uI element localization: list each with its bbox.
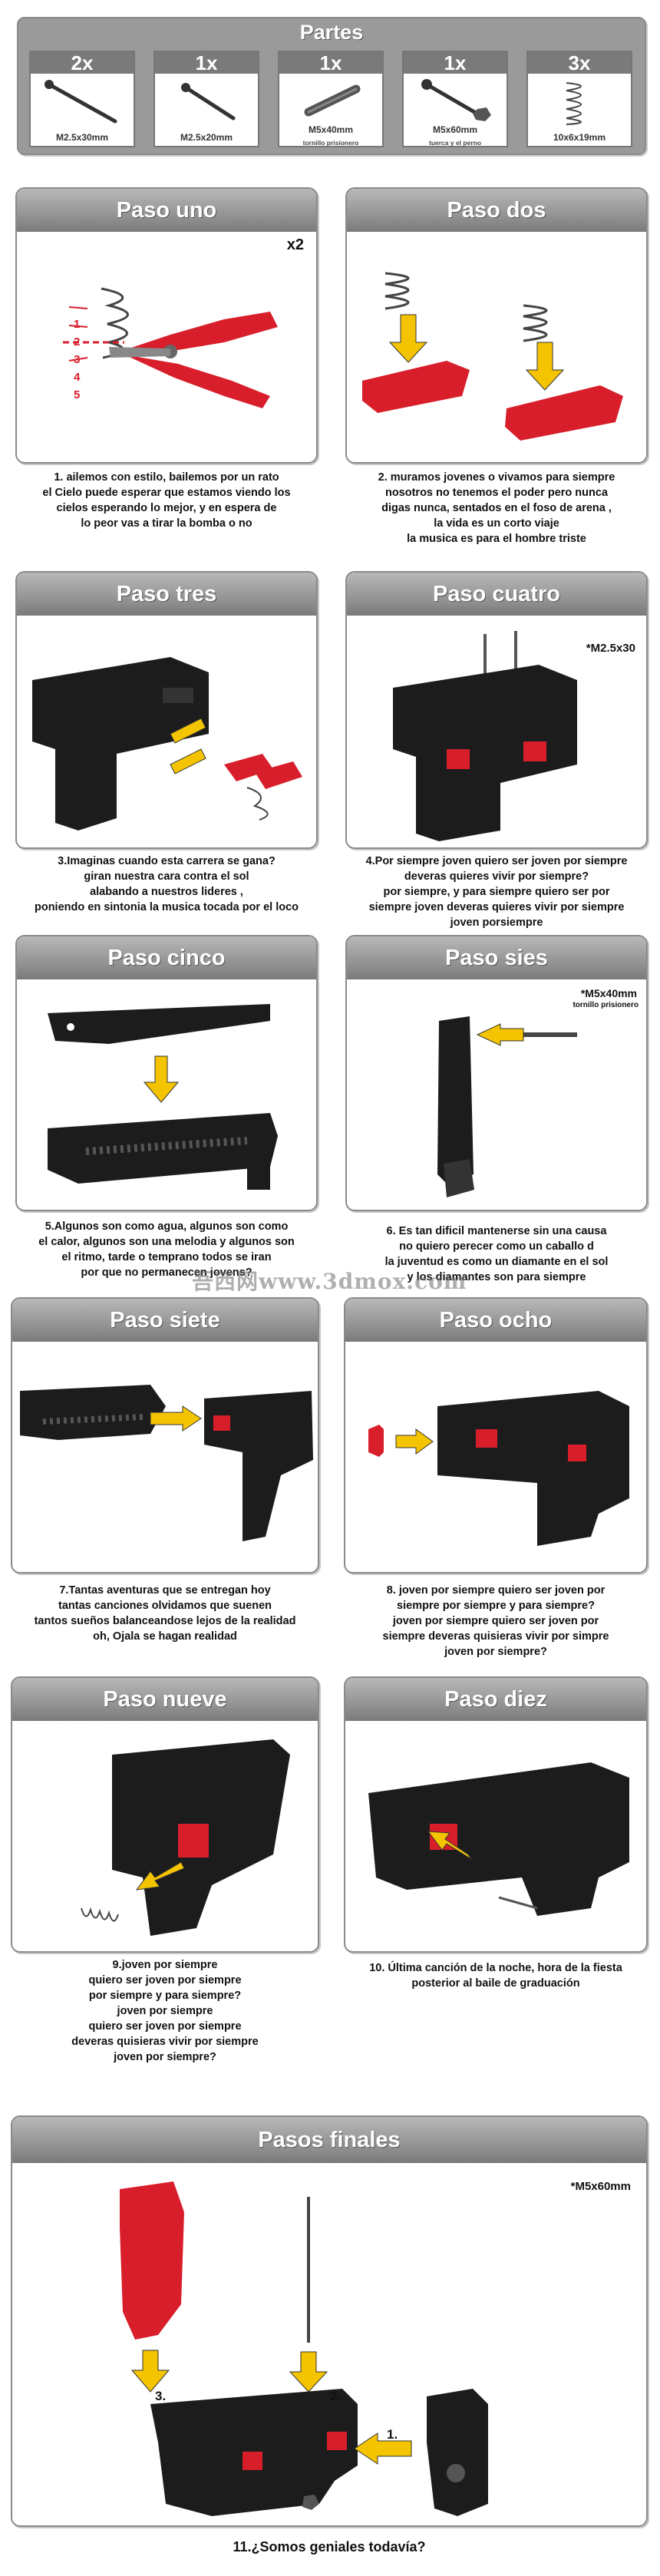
step-title: Paso tres	[17, 573, 316, 616]
part-spec: M2.5x20mm	[180, 132, 233, 143]
step-title: Paso sies	[347, 936, 646, 979]
step1-label-1: 1	[74, 318, 81, 331]
part-spec: M5x60mm	[432, 124, 478, 135]
part-qty: 3x	[528, 52, 631, 74]
spring-icon	[566, 82, 582, 125]
part-spec: 10x6x19mm	[553, 132, 606, 143]
part-qty: 1x	[155, 52, 258, 74]
step-caption: 8. joven por siempre quiero ser joven po…	[382, 1584, 609, 1658]
multiplier-label: x2	[286, 236, 304, 253]
part-card-4: 1x M5x60mm tuerca y el perno	[402, 51, 508, 147]
spring-plunger-illustration	[81, 1739, 290, 1936]
step-caption: 4.Por siempre joven quiero ser joven por…	[365, 855, 628, 929]
step-title: Paso cinco	[17, 936, 316, 979]
screw-icon	[45, 80, 117, 124]
step1-label-5: 5	[74, 388, 81, 401]
step-caption: 7.Tantas aventuras que se entregan hoy t…	[34, 1584, 296, 1643]
step-caption: 6. Es tan dificil mantenerse sin una cau…	[384, 1225, 609, 1283]
step-title: Paso siete	[12, 1299, 318, 1342]
part-sub: tuerca y el perno	[428, 139, 482, 147]
step-7-panel: Paso siete	[11, 1297, 319, 1574]
screw-spec-note: *M5x40mm	[580, 987, 637, 999]
final-screw-note: *M5x60mm	[570, 2180, 631, 2193]
part-qty: 2x	[31, 52, 134, 74]
screw-spec-note: *M2.5x30	[586, 642, 635, 655]
final-assembly-illustration	[120, 2181, 488, 2516]
step-3-panel: Paso tres	[15, 571, 318, 849]
step-9-panel: Paso nueve	[11, 1676, 319, 1953]
part-card-3: 1x M5x40mm tornillo prisionero	[278, 51, 384, 147]
watermark: 吾西网www.3dmox.com	[192, 1269, 467, 1294]
final-title: Pasos finales	[12, 2117, 646, 2163]
parts-panel: Partes 2x M2.5x30mm 1x M2.5x20mm 1x M5x4…	[17, 17, 646, 155]
part-spec: M5x40mm	[308, 124, 354, 135]
part-qty: 1x	[279, 52, 382, 74]
part-card-1: 2x M2.5x30mm	[29, 51, 135, 147]
pliers-spring-illustration	[63, 287, 278, 408]
step-caption: 1. ailemos con estilo, bailemos por un r…	[42, 471, 291, 530]
step-title: Paso dos	[347, 189, 646, 232]
step-title: Paso cuatro	[347, 573, 646, 616]
step-caption: 10. Última canción de la noche, hora de …	[369, 1962, 622, 1990]
part-sub: tornillo prisionero	[302, 139, 359, 147]
parts-title: Partes	[299, 21, 364, 44]
end-cap-illustration	[368, 1391, 629, 1546]
step-1-panel: Paso uno x2 1 2 3 4 5	[15, 187, 318, 464]
step-8-panel: Paso ocho	[344, 1297, 648, 1574]
part-card-2: 1x M2.5x20mm	[153, 51, 259, 147]
step-title: Paso diez	[345, 1678, 646, 1721]
step-10-panel: Paso diez	[344, 1676, 648, 1953]
screw-fasten-illustration	[393, 631, 577, 841]
step-title: Paso uno	[17, 189, 316, 232]
final-caption: 11.¿Somos geniales todavía?	[233, 2539, 426, 2555]
final-label-3: 3.	[155, 2389, 167, 2403]
step1-number-labels	[68, 306, 88, 362]
set-screw-icon	[304, 84, 361, 117]
step-caption: 3.Imaginas cuando esta carrera se gana? …	[34, 855, 299, 913]
final-steps-panel: Pasos finales *M5x60mm 3. 2. 1.	[11, 2115, 648, 2527]
step1-label-4: 4	[74, 371, 81, 384]
step1-label-2: 2	[74, 335, 81, 348]
step-2-panel: Paso dos	[345, 187, 648, 464]
part-spec: M2.5x30mm	[55, 132, 109, 143]
bolt-nut-icon	[421, 79, 491, 121]
part-card-5: 3x 10x6x19mm	[526, 51, 632, 147]
screw-spec-sub: tornillo prisionero	[573, 1001, 639, 1009]
screw-icon	[181, 83, 236, 121]
step-caption: 9.joven por siempre quiero ser joven por…	[71, 1959, 259, 2063]
step-caption: 5.Algunos son como agua, algunos son com…	[38, 1220, 295, 1279]
step-6-panel: Paso sies *M5x40mm tornillo prisionero	[345, 935, 648, 1211]
set-screw-illustration	[437, 1016, 577, 1197]
cover-plate-illustration	[48, 1004, 278, 1190]
stock-assembly-illustration	[368, 1762, 629, 1916]
step-title: Paso ocho	[345, 1299, 646, 1342]
final-label-2: 2.	[330, 2389, 342, 2403]
spring-insert-illustration	[362, 272, 623, 441]
rail-join-illustration	[20, 1385, 313, 1541]
final-label-1: 1.	[387, 2427, 398, 2442]
step-5-panel: Paso cinco	[15, 935, 318, 1211]
step-title: Paso nueve	[12, 1678, 318, 1721]
step1-label-3: 3	[74, 353, 81, 366]
step-caption: 2. muramos jovenes o vivamos para siempr…	[378, 471, 615, 545]
stock-insert-illustration	[32, 657, 302, 831]
part-qty: 1x	[404, 52, 507, 74]
step-4-panel: Paso cuatro *M2.5x30	[345, 571, 648, 849]
